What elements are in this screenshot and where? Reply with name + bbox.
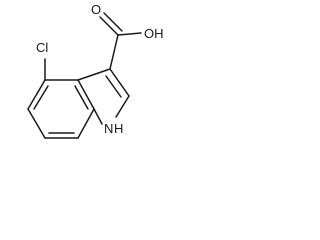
bond	[77, 68, 111, 81]
pyrrole-ring	[77, 68, 130, 125]
bond	[109, 68, 130, 97]
double-bond-inner	[33, 85, 49, 110]
carbonyl-oxygen-label: O	[91, 2, 101, 17]
bond-c-o-double	[103, 12, 123, 32]
nitrogen-label: N	[104, 121, 113, 136]
bond	[77, 79, 95, 110]
double-bond-inner	[105, 75, 122, 98]
bond	[27, 108, 46, 139]
molecule-structure: Cl O OH N H	[27, 2, 164, 139]
double-bond-inner	[74, 85, 89, 110]
bond	[109, 34, 119, 70]
benzene-ring	[27, 79, 95, 139]
bond	[77, 108, 95, 139]
hydroxyl-label: OH	[144, 26, 164, 41]
bond-c-oh	[117, 32, 142, 36]
bond	[27, 79, 46, 110]
bond	[93, 108, 103, 125]
carboxylic-acid-group	[99, 12, 142, 70]
chlorine-label: Cl	[36, 40, 48, 55]
bond	[115, 95, 130, 118]
nh-hydrogen-label: H	[114, 121, 123, 136]
bond-c-o-double	[99, 16, 119, 36]
